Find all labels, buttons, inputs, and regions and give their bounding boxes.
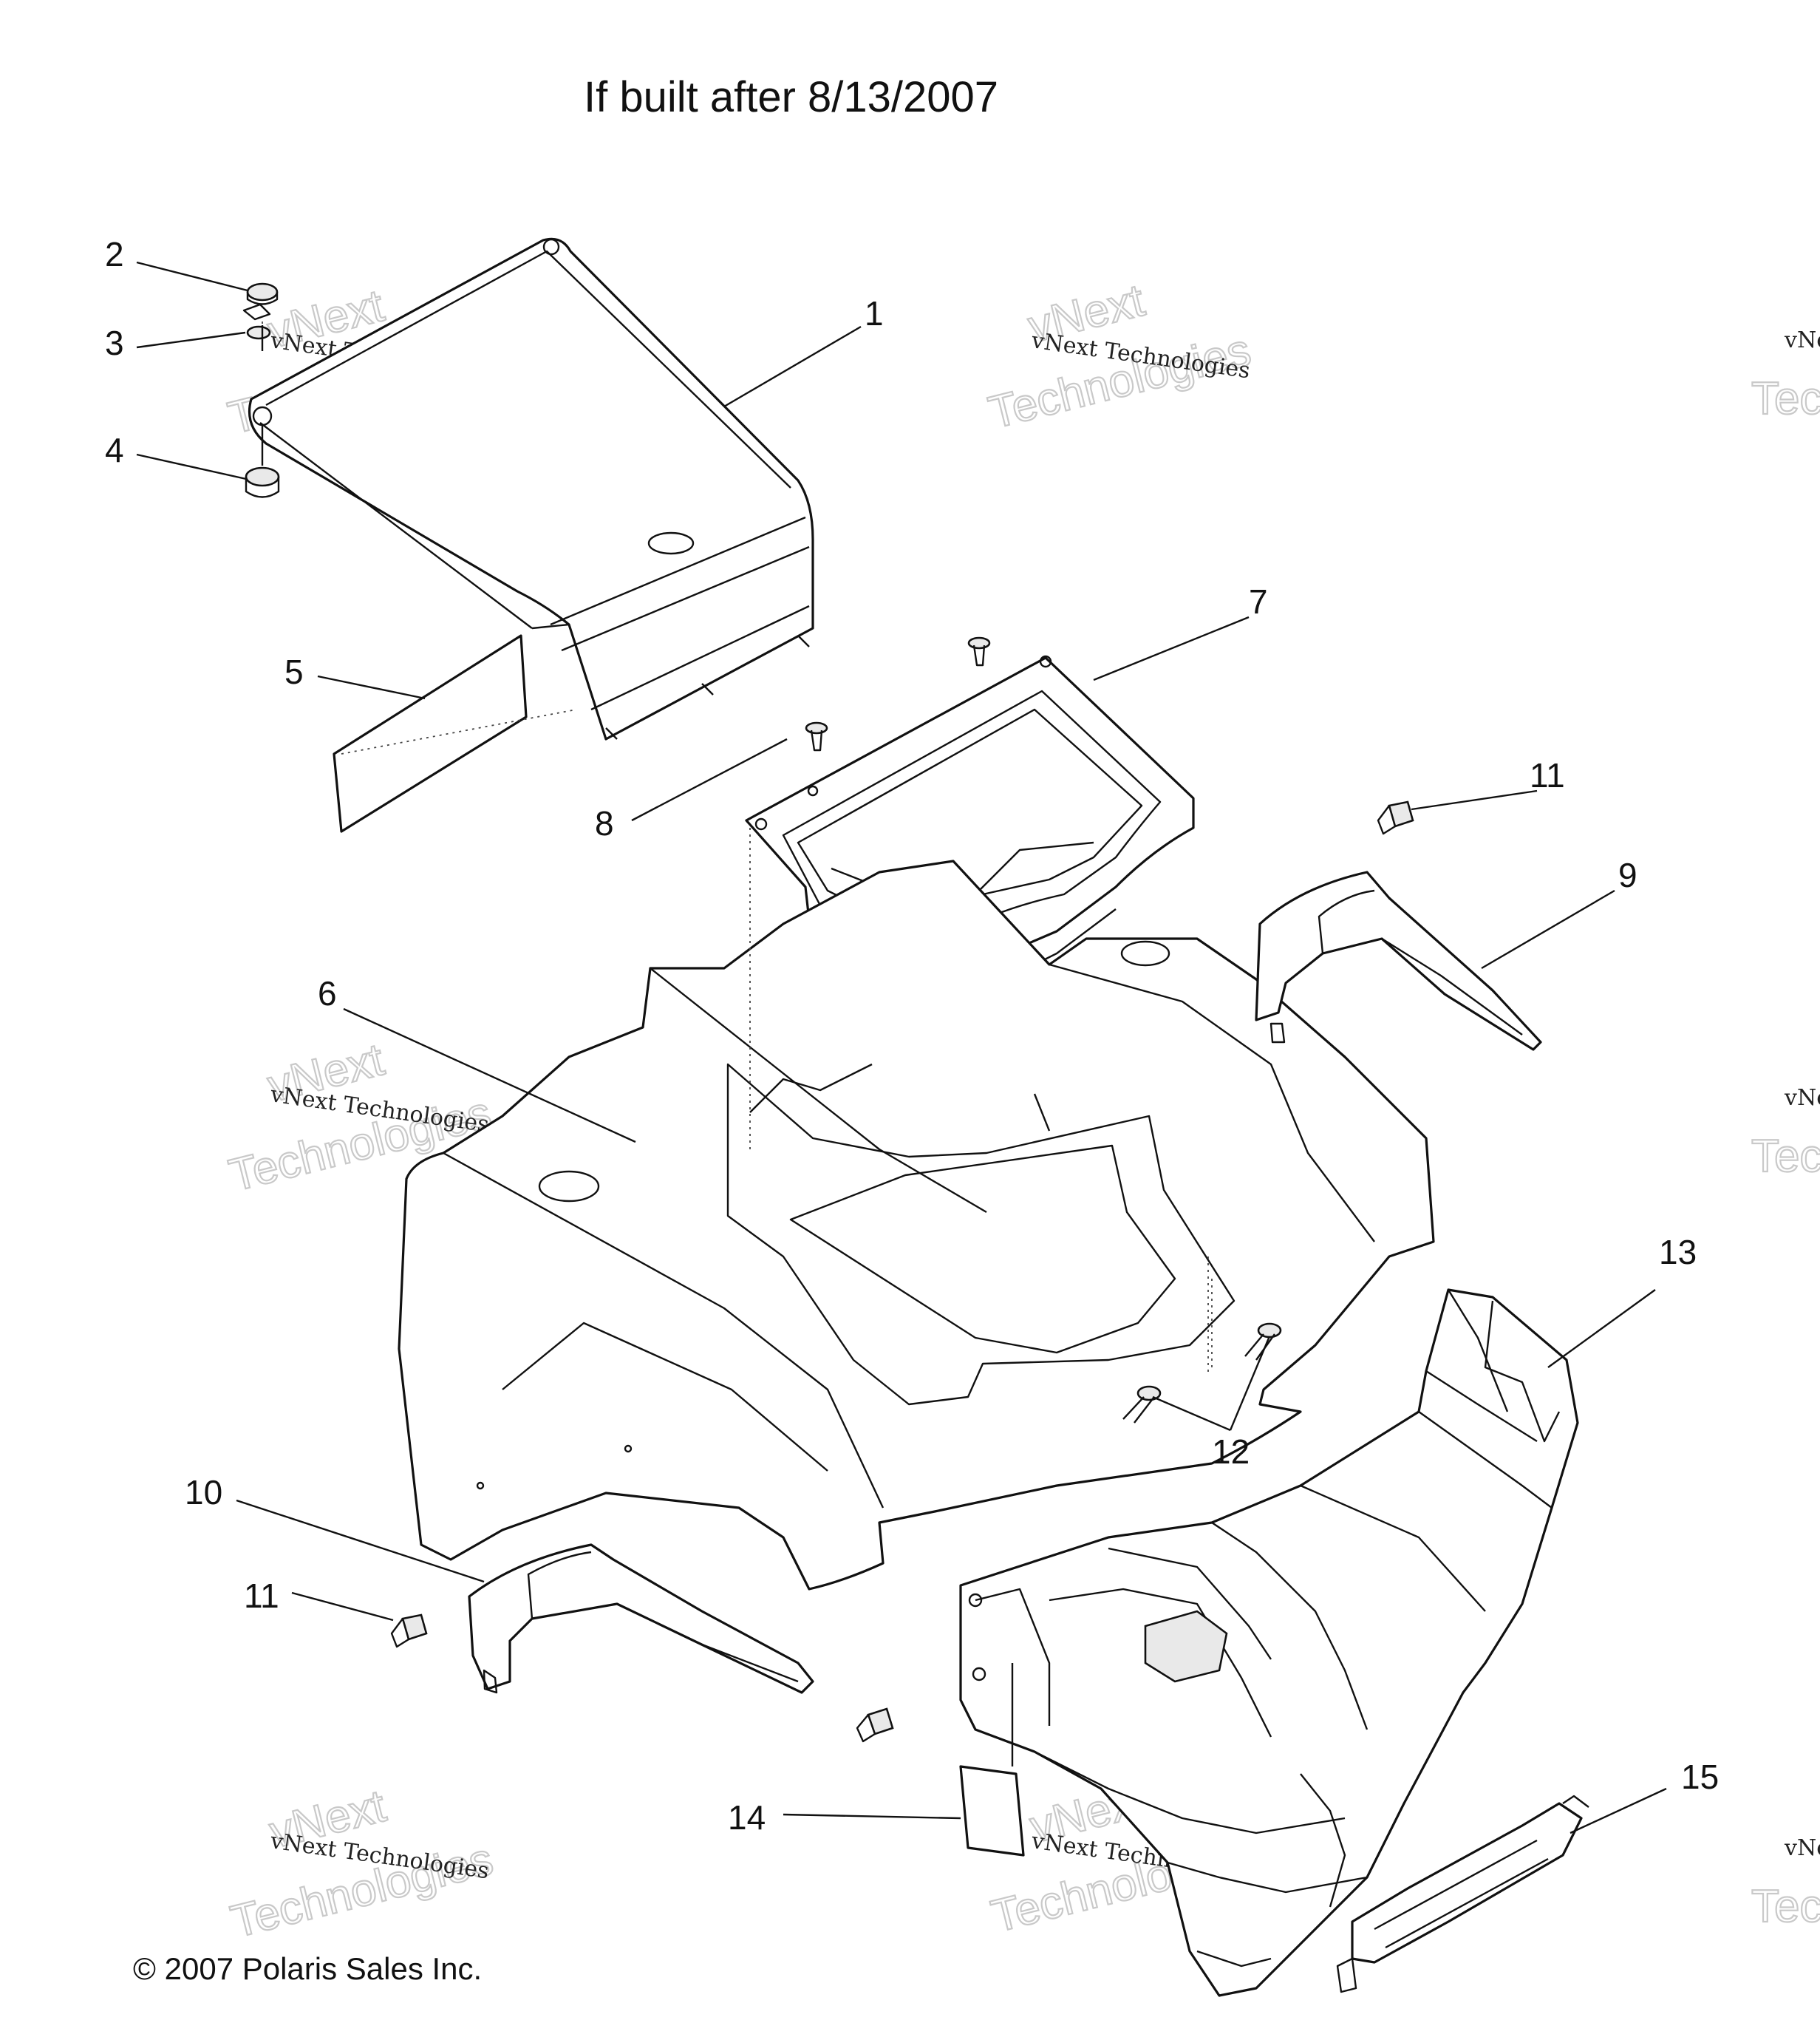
part-10-left-fender-flare (468, 1543, 814, 1694)
part-4-grommet (245, 425, 280, 498)
part-15-skid-plate (1336, 1795, 1589, 1993)
part-11-fastener-left (390, 1613, 428, 1648)
part-11-fastener-top (1377, 800, 1414, 835)
callout-14: 14 (728, 1798, 766, 1837)
copyright-notice: © 2007 Polaris Sales Inc. (133, 1951, 483, 1986)
part-3-washer (246, 322, 271, 351)
part-13-front-bumper (959, 1288, 1579, 1997)
part-12-screws (1122, 1279, 1282, 1424)
watermark-edge-big: Technologies (1751, 1881, 1820, 1932)
part-11-fastener-bottom (856, 1707, 894, 1743)
callout-3: 3 (105, 324, 124, 362)
callout-12: 12 (1212, 1432, 1250, 1471)
callout-6: 6 (318, 974, 337, 1013)
callout-9: 9 (1618, 856, 1637, 894)
part-8-screw (805, 636, 991, 752)
callout-8: 8 (595, 804, 614, 843)
part-9-right-fender-flare (1255, 871, 1542, 1051)
watermark-edge-big: Technologies (1751, 373, 1820, 424)
part-14-label (959, 1663, 1025, 1857)
part-5-decal (333, 634, 577, 833)
watermark-edge-small: vNext Technologies (1784, 1085, 1820, 1111)
callout-10: 10 (185, 1473, 222, 1511)
callout-11-top: 11 (1530, 756, 1565, 795)
part-1-storage-lid (248, 237, 814, 741)
callout-5: 5 (284, 653, 304, 691)
callout-4: 4 (105, 431, 124, 469)
watermark-edge-small: vNext Technologies (1784, 327, 1820, 353)
callout-1: 1 (865, 294, 884, 333)
callout-numbers: 1 2 3 4 5 6 7 8 9 10 11 11 12 13 14 15 (105, 235, 1719, 1837)
watermark-edge-big: Technologies (1751, 1131, 1820, 1182)
part-2-push-rivet (242, 282, 279, 321)
page-title: If built after 8/13/2007 (584, 73, 999, 121)
callout-15: 15 (1681, 1758, 1719, 1796)
leader-lines (136, 261, 1667, 1834)
callout-13: 13 (1659, 1233, 1697, 1271)
callout-2: 2 (105, 235, 124, 273)
callout-7: 7 (1249, 582, 1268, 621)
callout-11-left: 11 (244, 1577, 279, 1615)
watermark-edge-small: vNext Technologies (1784, 1835, 1820, 1861)
